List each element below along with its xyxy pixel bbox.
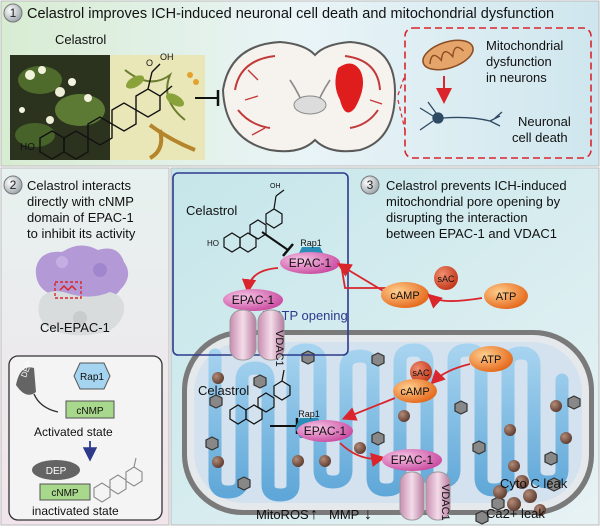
mmp-label: MMP bbox=[329, 507, 359, 522]
vdac-pore-top bbox=[229, 309, 285, 361]
epac-label-membrane: EPAC-1 bbox=[232, 293, 275, 307]
panel-3-text-line4: between EPAC-1 and VDAC1 bbox=[386, 226, 557, 241]
rap1-label-active: Rap1 bbox=[80, 372, 104, 383]
brain-section bbox=[221, 40, 397, 153]
epac-ball-membrane bbox=[223, 289, 283, 311]
death-label-line2: cell death bbox=[512, 130, 568, 145]
panel-3-text-line1: Celastrol prevents ICH-induced bbox=[386, 178, 567, 193]
mitoros-up-arrow: ↑ bbox=[310, 506, 318, 523]
epac-label-top: EPAC-1 bbox=[289, 256, 332, 270]
panel-3-text-line3: disrupting the interaction bbox=[386, 210, 528, 225]
panel-1-title: Celastrol improves ICH-induced neuronal … bbox=[27, 6, 554, 22]
ho-label: HO bbox=[20, 142, 35, 153]
cnmp-label-inactive: cNMP bbox=[51, 488, 79, 499]
inhibition-bar-2 bbox=[282, 243, 294, 257]
epac-ball-inner bbox=[297, 420, 353, 442]
vdac-label-bottom: VDAC1 bbox=[439, 484, 451, 521]
cyto-c-leak-label: Cyto C leak bbox=[500, 476, 568, 491]
activated-state-label: Activated state bbox=[34, 425, 113, 439]
panel-3-number-badge bbox=[360, 175, 380, 195]
panel-2-number: 2 bbox=[10, 178, 17, 192]
mmp-down-arrow: ↓ bbox=[364, 506, 372, 523]
atp-ball-inner bbox=[469, 346, 513, 372]
camp-label-inner: cAMP bbox=[400, 386, 429, 398]
vdac-label-top: VDAC1 bbox=[273, 330, 285, 367]
mitochondrion-icon bbox=[422, 39, 474, 71]
celastrol-label-top: Celastrol bbox=[186, 203, 237, 218]
camp-to-epac-arrow-inner bbox=[341, 397, 396, 421]
dep-domain-inactive bbox=[32, 460, 80, 480]
panel-1-number: 1 bbox=[10, 6, 17, 20]
mitoros-label: MitoROS bbox=[256, 507, 309, 522]
carboxyl-label: O bbox=[146, 58, 153, 68]
mito-label-line2: dysfunction bbox=[486, 54, 552, 69]
neuron-icon bbox=[419, 101, 503, 131]
celastrus-botanical-illustration bbox=[110, 55, 205, 160]
camp-label-top: cAMP bbox=[390, 290, 419, 302]
celastrol-bound-structure bbox=[93, 457, 143, 503]
epac-ball-top bbox=[280, 252, 340, 274]
sac-ball-top bbox=[434, 266, 458, 290]
panel-2-text-line3: domain of EPAC-1 bbox=[27, 210, 134, 225]
panel-2-number-badge bbox=[3, 175, 23, 195]
mito-label-line3: in neurons bbox=[486, 70, 547, 85]
rap1-label-top: Rap1 bbox=[300, 238, 322, 248]
celastrol-oh-top: OH bbox=[270, 183, 281, 190]
panel-2-text-line2: directly with cNMP bbox=[27, 194, 134, 209]
atp-ball-top bbox=[484, 283, 528, 309]
epac-label-membrane-inner: EPAC-1 bbox=[391, 453, 434, 467]
callout-line-top bbox=[397, 74, 406, 96]
cnmp-domain-inactive bbox=[39, 483, 91, 501]
atp-label-inner: ATP bbox=[481, 354, 502, 366]
celastrol-structure-1 bbox=[39, 63, 173, 160]
protein-surface bbox=[35, 245, 129, 336]
ligand-in-pocket bbox=[59, 284, 77, 292]
dep-label-inactive: DEP bbox=[46, 466, 67, 477]
rap1-hex-active bbox=[73, 362, 111, 390]
mitochondrion bbox=[182, 330, 594, 515]
epac-to-vdac-arrow-top bbox=[241, 267, 279, 294]
celastrus-plant-photo bbox=[10, 55, 110, 160]
complex-label: Cel-EPAC-1 bbox=[40, 320, 110, 335]
inhibition-line-2 bbox=[261, 231, 289, 251]
cnmp-domain-active bbox=[65, 400, 115, 419]
cnmp-label-active: cNMP bbox=[76, 406, 104, 417]
dep-domain-active bbox=[16, 367, 36, 395]
panel-1-number-badge bbox=[3, 3, 23, 23]
callout-line-bottom bbox=[397, 99, 406, 131]
vdac-pore-bottom bbox=[399, 471, 451, 521]
atp-to-camp-arrow-inner bbox=[430, 363, 471, 385]
atp-label-top: ATP bbox=[496, 291, 517, 303]
mito-label-line1: Mitochondrial bbox=[486, 38, 563, 53]
inactivated-state-label: inactivated state bbox=[32, 504, 119, 518]
binding-site-box bbox=[54, 281, 82, 299]
ca-leak-label: Ca2+ leak bbox=[486, 506, 545, 521]
hydroxyl-label: OH bbox=[160, 52, 174, 62]
death-label-line1: Neuronal bbox=[518, 114, 571, 129]
panel-2-text-line4: to inhibit its activity bbox=[27, 226, 136, 241]
panel-2-text-line1: Celastrol interacts bbox=[27, 178, 132, 193]
celastrol-label-inner: Celastrol bbox=[198, 383, 249, 398]
celastrol-structure-3 bbox=[229, 369, 291, 425]
panel-3-text-line2: mitochondrial pore opening by bbox=[386, 194, 561, 209]
panel-3-number: 3 bbox=[367, 178, 374, 192]
epac-label-inner: EPAC-1 bbox=[304, 424, 347, 438]
sac-label-top: sAC bbox=[437, 274, 455, 284]
camp-ball-top bbox=[381, 282, 429, 308]
epac-ball-membrane-inner bbox=[382, 449, 442, 471]
sac-label-inner: sAC bbox=[412, 368, 430, 378]
rap1-label-inner: Rap1 bbox=[298, 409, 320, 419]
atp-to-camp-arrow-top bbox=[427, 293, 483, 309]
epac-to-vdac-arrow-inner bbox=[339, 442, 386, 468]
celastrol-ho-top: HO bbox=[207, 239, 219, 248]
linker-active bbox=[33, 393, 59, 413]
camp-arrow-top bbox=[336, 263, 386, 293]
camp-ball-inner bbox=[393, 379, 437, 403]
panel-1-compound-label: Celastrol bbox=[55, 32, 106, 47]
sac-ball-inner bbox=[410, 361, 432, 383]
